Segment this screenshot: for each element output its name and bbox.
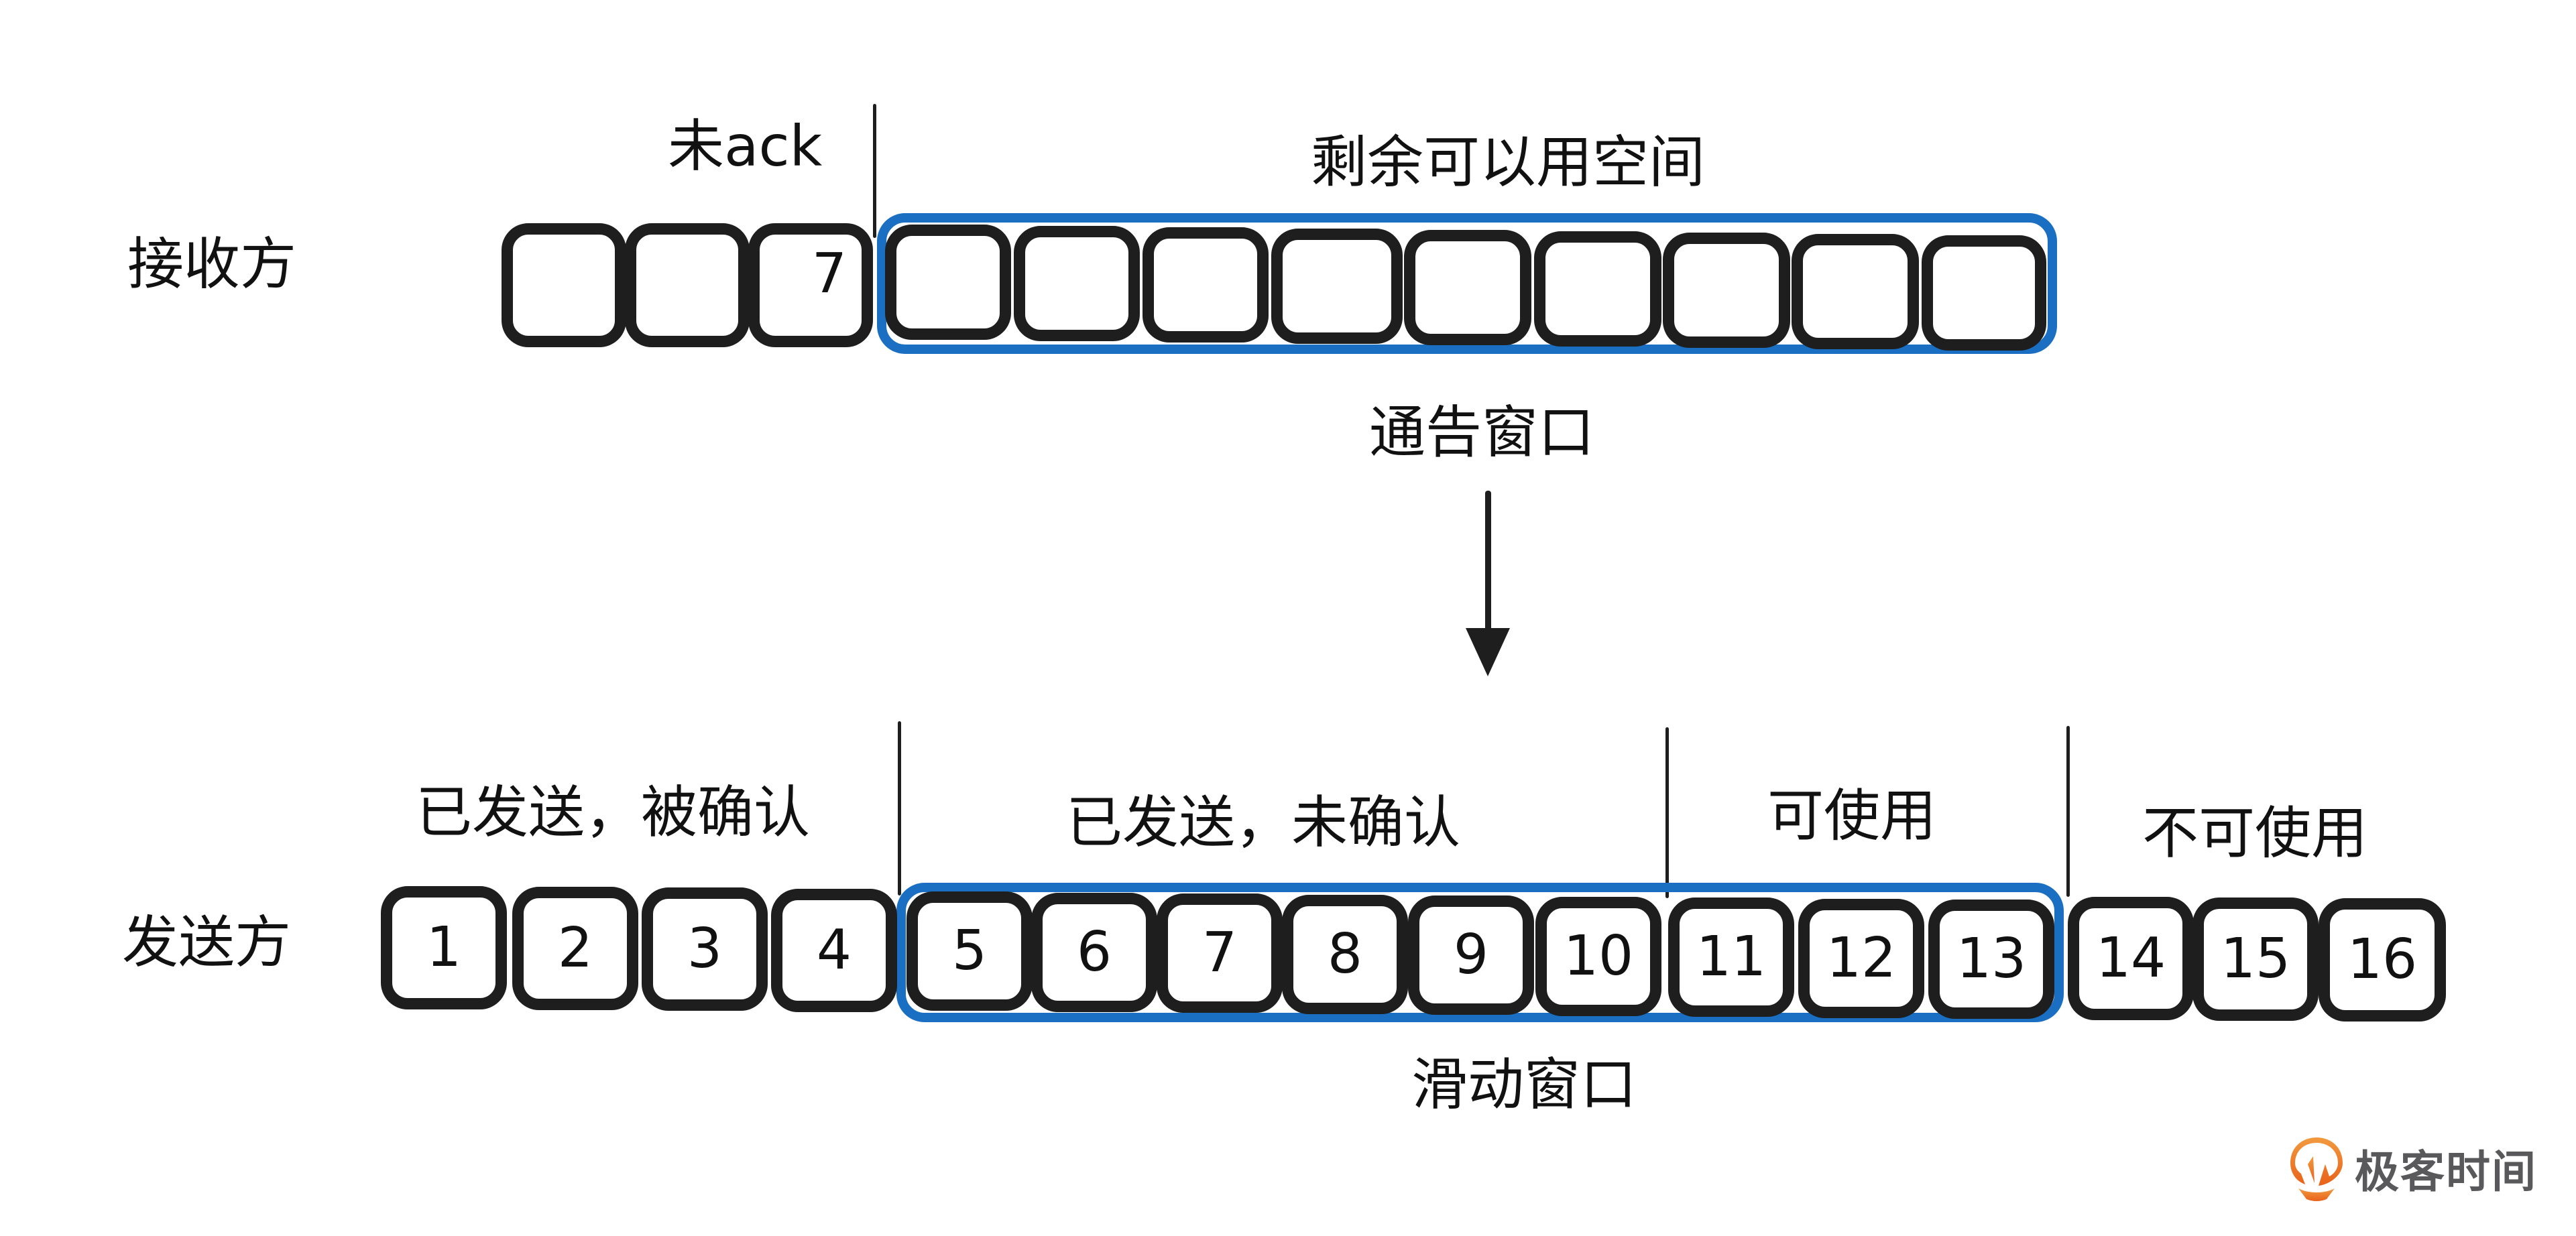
sender-cell: 1	[381, 886, 507, 1009]
receiver-cell	[1922, 235, 2046, 351]
receiver-cell	[502, 223, 626, 347]
receiver-label: 接收方	[127, 231, 297, 297]
receiver-cell	[1014, 226, 1140, 341]
receiver-cell	[1143, 227, 1269, 343]
section-usable-label: 可使用	[1767, 783, 1937, 849]
sender-cell: 12	[1798, 899, 1924, 1018]
sender-cell: 13	[1928, 900, 2054, 1019]
section-sent-unacked-label: 已发送，未确认	[1066, 790, 1461, 855]
receiver-cell	[885, 225, 1011, 340]
geektime-logo-icon	[2290, 1137, 2343, 1201]
brand-name: 极客时间	[2355, 1146, 2537, 1198]
receiver-cell	[1663, 233, 1790, 348]
sender-cell: 3	[642, 887, 768, 1011]
receiver-cell	[1271, 229, 1403, 344]
sender-cell: 9	[1408, 895, 1534, 1015]
advertised-window-label: 通告窗口	[1369, 399, 1595, 465]
brand-logo: 极客时间	[2288, 1135, 2537, 1202]
section-sent-acked-label: 已发送，被确认	[416, 780, 811, 845]
sender-cell: 6	[1031, 893, 1157, 1012]
arrow-down-icon	[1466, 628, 1510, 676]
arrow-shaft	[1485, 491, 1491, 635]
sender-cell: 2	[512, 887, 638, 1010]
receiver-cell: 7	[748, 223, 873, 347]
receiver-cell	[1792, 234, 1919, 349]
sender-divider-3	[2066, 726, 2070, 897]
sender-cell: 10	[1535, 897, 1661, 1016]
receiver-cell	[625, 223, 750, 347]
sender-cell: 7	[1157, 893, 1283, 1013]
sender-cell: 15	[2192, 898, 2319, 1021]
sender-cell: 14	[2068, 897, 2194, 1020]
remaining-space-label: 剩余可以用空间	[1311, 129, 1706, 195]
unacked-label: 未ack	[668, 113, 823, 179]
section-unusable-label: 不可使用	[2142, 800, 2368, 866]
receiver-divider	[873, 104, 876, 238]
sender-divider-1	[898, 721, 901, 895]
sender-cell: 5	[906, 891, 1033, 1011]
sender-label: 发送方	[122, 910, 292, 975]
sender-cell: 4	[771, 889, 897, 1012]
sender-divider-2	[1665, 727, 1669, 898]
receiver-cell	[1534, 231, 1661, 347]
sender-cell: 16	[2319, 898, 2446, 1022]
sender-cell: 8	[1282, 895, 1408, 1014]
receiver-cell	[1404, 230, 1531, 345]
sender-cell: 11	[1668, 898, 1794, 1017]
sliding-window-label: 滑动窗口	[1411, 1052, 1637, 1117]
